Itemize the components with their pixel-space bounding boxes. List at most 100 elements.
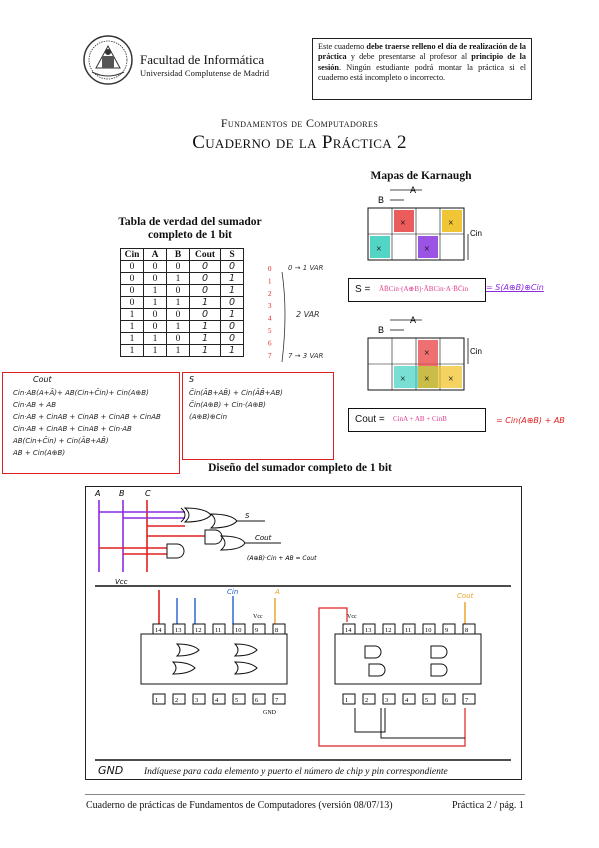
table-cell: 1: [220, 284, 244, 297]
table-cell: 0: [220, 260, 244, 273]
chip-pin-number: 9: [255, 627, 258, 634]
chip-pin-number: 13: [365, 627, 372, 634]
karnaugh-map-cout: A B ×× ×× Cin: [367, 315, 482, 391]
table-cell: 1: [220, 308, 244, 321]
chip-pin: [382, 693, 396, 705]
table-cell: 1: [166, 272, 190, 285]
derivation-line: C̄in(A⊕B) + Cin·(A⊕B): [189, 401, 266, 409]
row-number: 6: [268, 339, 272, 347]
row-number: 4: [268, 315, 272, 323]
a-top-label: A: [274, 588, 280, 596]
svg-text:×: ×: [400, 218, 406, 229]
derivation-line: Cin·AB + CinAB + CinAB + Cin·AB: [13, 425, 132, 433]
table-cell: 0: [189, 284, 221, 297]
truth-table-title: Tabla de verdad del sumador completo de …: [118, 216, 262, 241]
chip-pin-number: 6: [445, 697, 449, 704]
table-cell: 0: [189, 272, 221, 285]
notice-box: Este cuaderno debe traerse relleno el dí…: [312, 38, 532, 100]
table-cell: 1: [143, 332, 167, 345]
chip-pin-number: 3: [385, 697, 388, 704]
karnaugh-title: Mapas de Karnaugh: [370, 170, 472, 182]
cin-top-label: Cin: [227, 588, 238, 596]
cout-equation-box: Cout = CinA + AB + CinB: [348, 408, 486, 432]
university-seal-icon: [83, 35, 133, 85]
chip-pin-number: 3: [195, 697, 198, 704]
svg-text:×: ×: [448, 374, 454, 385]
chip-pin: [212, 693, 226, 705]
table-cell: 0: [143, 308, 167, 321]
truth-table-header: A: [143, 248, 167, 261]
table-cell: 1: [166, 344, 190, 357]
kmap-c-cin-label: Cin: [470, 347, 482, 356]
chip-pin-number: 6: [255, 697, 259, 704]
chip-pin-number: 7: [465, 697, 469, 704]
table-cell: 0: [120, 260, 144, 273]
notice-text-4: principio de la sesión: [318, 52, 526, 72]
chip-pin: [402, 623, 416, 635]
table-cell: 0: [220, 320, 244, 333]
table-cell: 0: [120, 284, 144, 297]
design-caption: Indíquese para cada elemento y puerto el…: [144, 767, 448, 777]
cout-equation-label: Cout =: [355, 414, 385, 425]
derivation-line: C̄in(ĀB+AB̄) + Cin(ĀB̄+AB): [189, 389, 283, 397]
table-cell: 1: [143, 284, 167, 297]
chip-pin: [462, 693, 476, 705]
chip-pin-number: 14: [345, 627, 352, 634]
notice-text-1: Este cuaderno: [318, 42, 367, 51]
table-cell: 1: [143, 296, 167, 309]
table-cell: 1: [120, 344, 144, 357]
gnd-rail-label: GND: [98, 764, 124, 777]
derivation-line: Cin·AB + CinAB + CinAB + CinAB + CinAB: [13, 413, 161, 421]
note-minterm-0: 0 → 1 VAR: [288, 264, 324, 272]
table-cell: 1: [189, 344, 221, 357]
circuit-diagram: A B C S Cout (A⊕B)·Cin + AB = Cout Vcc C…: [94, 489, 511, 761]
chip-pin-number: 1: [345, 697, 348, 704]
gate-note: (A⊕B)·Cin + AB = Cout: [247, 555, 317, 562]
chip2-vcc-label: Vcc: [347, 614, 357, 620]
svg-text:×: ×: [424, 374, 430, 385]
university-name: Universidad Complutense de Madrid: [140, 68, 270, 78]
s-derivation-box: S C̄in(ĀB+AB̄) + Cin(ĀB̄+AB)C̄in(A⊕B) + …: [182, 372, 334, 460]
chip-pin: [362, 693, 376, 705]
karnaugh-map-s: A B ×× ×× Cin: [367, 185, 482, 261]
chip-pin: [342, 693, 356, 705]
footer-right: Práctica 2 / pág. 1: [452, 800, 524, 811]
truth-table-header: Cout: [189, 248, 221, 261]
table-cell: 0: [120, 296, 144, 309]
chip-pin: [192, 693, 206, 705]
table-cell: 0: [220, 296, 244, 309]
table-cell: 1: [189, 320, 221, 333]
table-cell: 0: [166, 284, 190, 297]
chip-pin: [272, 693, 286, 705]
chip-pin: [442, 693, 456, 705]
derivation-line: AB(Cin+C̄in) + Cin(ĀB+AB̄): [13, 437, 109, 445]
design-frame: [85, 486, 522, 780]
table-cell: 0: [220, 332, 244, 345]
derivation-line: Cin·AB + AB: [13, 401, 56, 409]
table-cell: 0: [143, 272, 167, 285]
svg-text:×: ×: [400, 374, 406, 385]
chip-pin-number: 12: [385, 627, 392, 634]
chip-pin: [232, 693, 246, 705]
cout-top-label: Cout: [457, 592, 474, 600]
chip-pin-number: 8: [465, 627, 468, 634]
chip-pin-number: 10: [235, 627, 242, 634]
chip-pin: [252, 693, 266, 705]
table-cell: 1: [166, 320, 190, 333]
chip-pin: [382, 623, 396, 635]
chip-pin: [422, 693, 436, 705]
table-cell: 0: [120, 272, 144, 285]
chip-pin-number: 4: [405, 697, 409, 704]
svg-text:×: ×: [448, 218, 454, 229]
chip-pin: [422, 623, 436, 635]
svg-text:×: ×: [424, 348, 430, 359]
kmap-s-a-label: A: [410, 185, 416, 195]
input-b-label: B: [119, 489, 125, 498]
chip-pin: [212, 623, 226, 635]
